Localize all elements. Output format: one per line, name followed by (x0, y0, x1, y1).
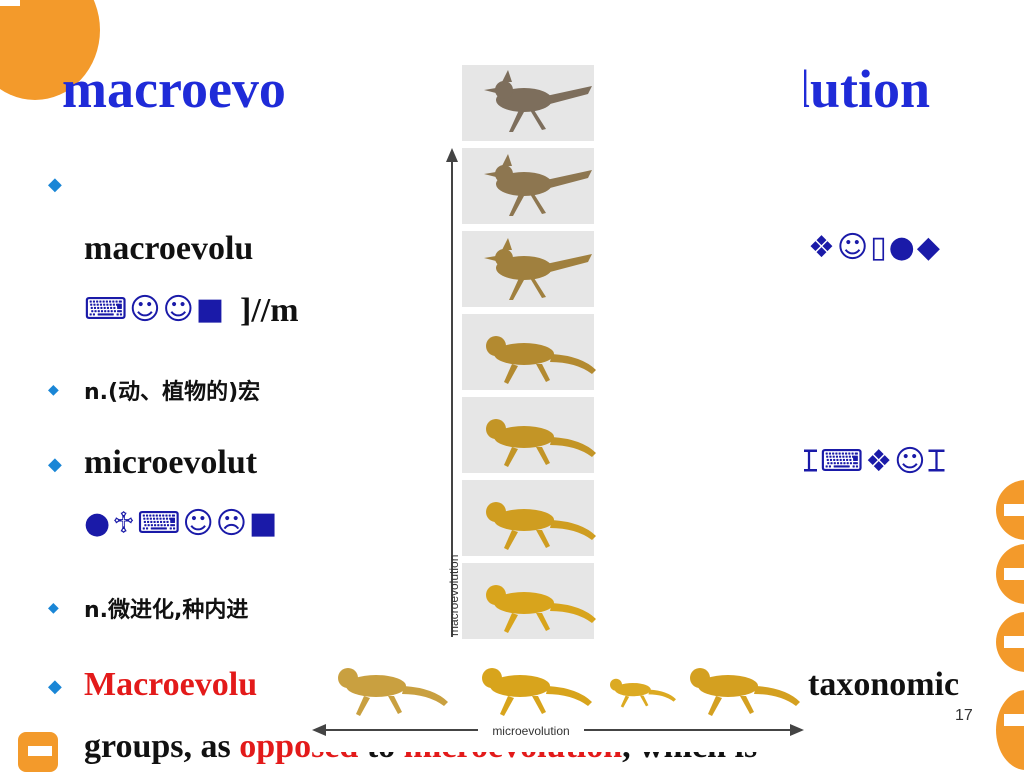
text-line-7-tail: taxonomic (808, 666, 960, 703)
variant-4 (690, 668, 800, 716)
bullet-3-icon: ◆ (48, 454, 62, 474)
slide-title-right: lution (795, 59, 931, 119)
microevolution-label: microevolution (492, 724, 569, 738)
right-decoration-2 (996, 544, 1024, 604)
bullet-1-icon: ◆ (48, 174, 62, 194)
microevolution-arrow-right (790, 724, 804, 736)
text-line-3: n.(动、植物的)宏 (84, 380, 261, 405)
bullet-2-icon: ◆ (48, 383, 59, 398)
right-decoration-1 (996, 480, 1024, 540)
variant-2 (482, 668, 592, 716)
variant-1 (338, 668, 448, 716)
right-decoration-3 (996, 612, 1024, 672)
microevolution-arrow-left (312, 724, 326, 736)
slide-title-left: macroevo (62, 59, 286, 119)
evolution-figure: macroevolution microevolution (312, 62, 804, 752)
text-line-8-a: groups, as (84, 728, 231, 765)
text-line-2: ]//m (240, 292, 299, 329)
macroevolution-label: macroevolution (447, 555, 461, 636)
bullet-4-icon: ◆ (48, 601, 59, 616)
symbol-run-4: ⌶⌨❖☺⌶ (800, 444, 948, 479)
bottom-left-decoration (18, 732, 58, 772)
text-line-6: n.微进化,种内进 (84, 598, 249, 623)
symbol-run-1: ❖☺▯●◆ (808, 230, 942, 265)
bullet-5-icon: ◆ (48, 676, 62, 696)
variant-3 (610, 678, 676, 708)
text-line-4: microevolut (84, 444, 258, 481)
right-decoration-4 (996, 690, 1024, 770)
symbol-run-2: ⌨☺☺■ (84, 292, 227, 327)
corner-decoration-square (0, 0, 20, 6)
text-line-1: macroevolu (84, 230, 254, 267)
page-number: 17 (955, 707, 973, 724)
evolution-figure-svg: macroevolution microevolution (312, 65, 804, 738)
symbol-run-5: ●♱⌨☺☹■ (84, 506, 280, 541)
text-line-7-red: Macroevolu (84, 666, 258, 703)
macroevolution-arrowhead (446, 148, 458, 162)
